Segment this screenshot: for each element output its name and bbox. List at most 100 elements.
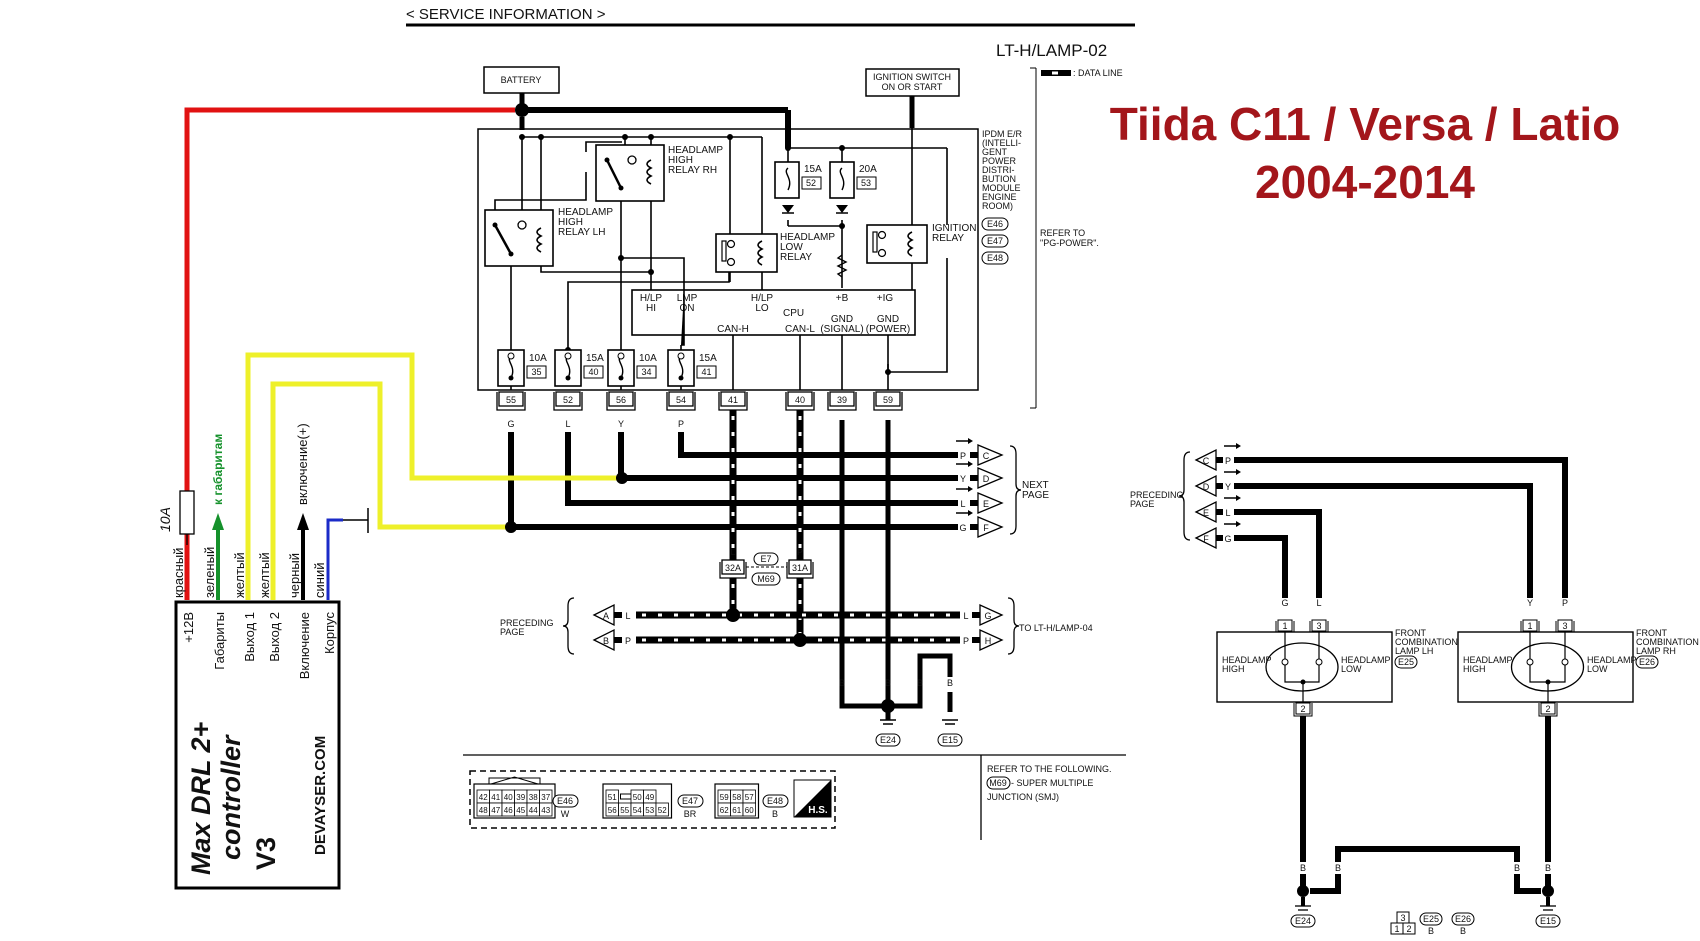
pin: 43 <box>541 806 550 815</box>
svg-text:+B: +B <box>836 293 849 304</box>
svg-text:20A: 20A <box>859 164 877 175</box>
battery-splice <box>515 103 529 117</box>
label: 40 <box>795 395 805 405</box>
fuse-53: 20A 53 <box>829 161 877 214</box>
pin: 47 <box>491 806 500 815</box>
bulb-icon <box>1315 658 1323 666</box>
svg-text:53: 53 <box>861 178 871 188</box>
label: Y <box>618 419 624 429</box>
pin: 38 <box>529 793 538 802</box>
pin-label: Выход 2 <box>267 612 282 662</box>
fuse-10a-icon <box>179 490 195 535</box>
label: 15A <box>699 353 717 364</box>
svg-text:HI: HI <box>646 303 656 314</box>
smj-e7-badge <box>753 552 779 566</box>
pin: 37 <box>541 793 550 802</box>
label: HIGH <box>1222 664 1245 674</box>
label: FRONT <box>1395 628 1426 638</box>
svg-text:(POWER): (POWER) <box>866 324 910 335</box>
label: LOW <box>1587 664 1608 674</box>
pin: 62 <box>720 806 729 815</box>
pin-label: Габариты <box>212 612 227 670</box>
ignition-switch-label: IGNITION SWITCH <box>873 72 951 82</box>
svg-text:+IG: +IG <box>877 293 894 304</box>
label: G <box>984 611 991 621</box>
lamp-cross-ground <box>1310 846 1541 894</box>
yellow-output2-wire <box>270 381 510 600</box>
svg-text:LO: LO <box>755 303 769 314</box>
pin-label: Корпус <box>322 612 337 654</box>
data-line-legend: : DATA LINE <box>1073 68 1123 78</box>
label: E47 <box>682 796 698 806</box>
splice-y <box>616 472 628 484</box>
label: 54 <box>676 395 686 405</box>
refer-following-note: REFER TO THE FOLLOWING. M69 - SUPER MULT… <box>986 764 1112 802</box>
fuse-rating: 10A <box>157 507 173 532</box>
label: L <box>960 499 965 509</box>
svg-text:H/LP: H/LP <box>640 293 663 304</box>
label: D <box>1203 482 1210 492</box>
label: B <box>1460 926 1466 936</box>
ground-splice <box>1297 885 1309 897</box>
ipdm-internal-wiring <box>494 128 948 373</box>
svg-text:MODULE: MODULE <box>982 183 1021 193</box>
wire-p <box>678 432 958 458</box>
label: D <box>983 474 990 484</box>
label: HEADLAMP <box>1341 655 1391 665</box>
red-12v-wire <box>184 107 515 600</box>
switch-on-label: включение(+) <box>295 423 310 505</box>
page-code: LT-H/LAMP-02 <box>996 41 1107 60</box>
ignition-relay: IGNITION RELAY <box>866 223 976 264</box>
label: E46 <box>557 796 573 806</box>
label: 10A <box>529 353 547 364</box>
headlamp-low-relay: HEADLAMP LOW RELAY <box>715 232 835 273</box>
label: 2 <box>1545 704 1550 714</box>
next-page-brace <box>1009 445 1022 535</box>
lamps-preceding-label-2: PAGE <box>1130 499 1154 509</box>
cpu-pin-labels: H/LP HI LMP ON H/LP LO CPU +B +IG CAN-H … <box>640 293 910 335</box>
label: G <box>1224 534 1231 544</box>
label: G <box>507 419 514 429</box>
label: Y <box>1225 482 1231 492</box>
pin: 60 <box>745 806 754 815</box>
label: E <box>983 499 989 509</box>
terminal-55: 55G <box>496 391 526 429</box>
preceding-brace <box>562 597 575 655</box>
svg-text:B: B <box>885 678 891 688</box>
svg-text:E46: E46 <box>987 219 1003 229</box>
label: C <box>983 451 990 461</box>
can-splice-p <box>793 633 807 647</box>
svg-text:CAN-L: CAN-L <box>785 324 815 335</box>
pin: 57 <box>745 793 754 802</box>
smj-wire-p: P <box>797 547 803 557</box>
svg-text:REFER TO THE FOLLOWING.: REFER TO THE FOLLOWING. <box>987 764 1112 774</box>
svg-text:LMP: LMP <box>677 293 698 304</box>
wire-b: B <box>1514 863 1520 873</box>
label: E25 <box>1398 657 1414 667</box>
label: COMBINATION <box>1636 637 1699 647</box>
label: A <box>603 611 609 621</box>
headlamp-high-relay-rh: HEADLAMP HIGH RELAY RH <box>595 144 723 202</box>
wire-color-label: черный <box>287 553 302 598</box>
pin-label: +12B <box>181 612 196 643</box>
smj-pin-31A: 31A <box>786 559 814 579</box>
svg-text:(SIGNAL): (SIGNAL) <box>820 324 863 335</box>
resistor-icon <box>836 254 848 278</box>
wire-color-label: зеленый <box>202 547 217 598</box>
svg-text:(INTELLI-: (INTELLI- <box>982 138 1021 148</box>
label: 55 <box>506 395 516 405</box>
terminal-54: 54P <box>666 391 696 429</box>
cpu-box <box>631 289 916 336</box>
label: 39 <box>837 395 847 405</box>
ground-splice <box>1542 885 1554 897</box>
data-line-legend-icon <box>1041 70 1071 76</box>
label: Y <box>1527 598 1533 608</box>
